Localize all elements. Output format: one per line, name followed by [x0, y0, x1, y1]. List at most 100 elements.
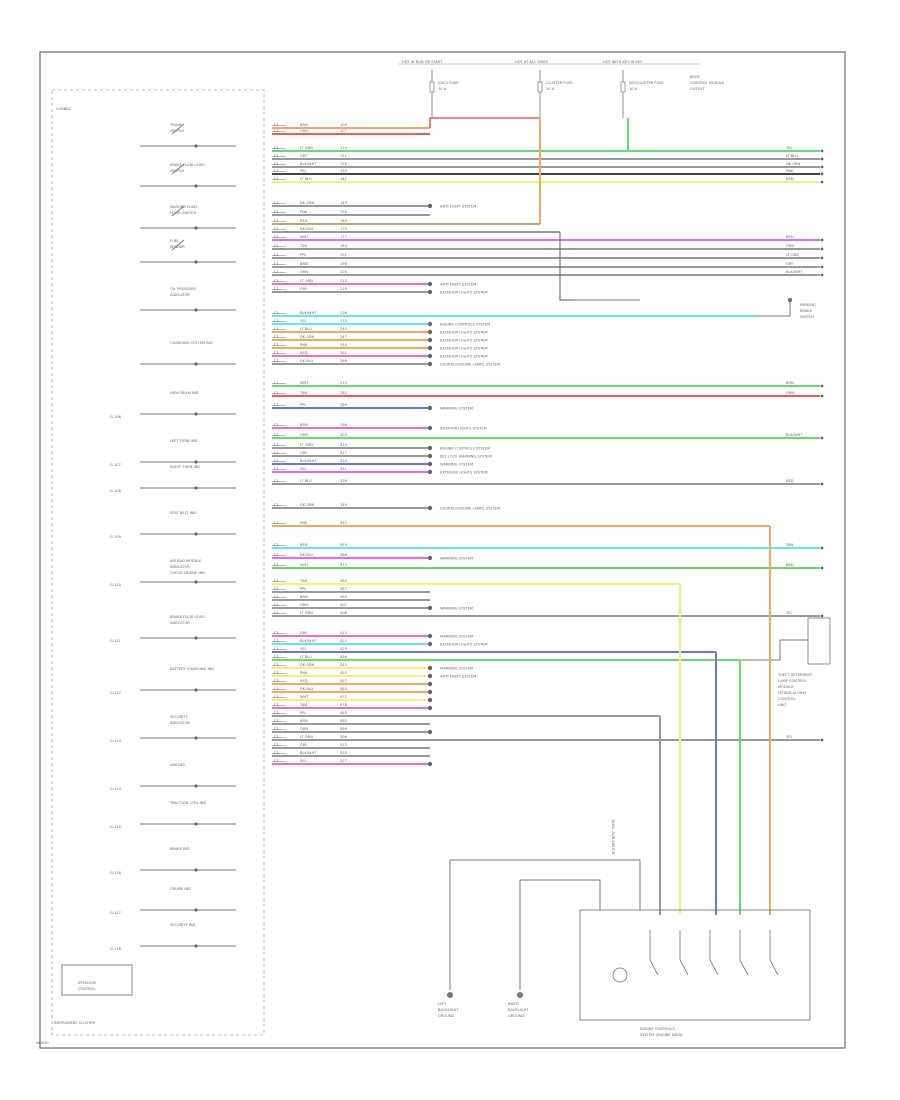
- wire-code-47: YEL: [300, 647, 306, 651]
- component-label-s2-1: SWITCH: [170, 169, 184, 173]
- pin-conn-55: C1: [274, 711, 279, 715]
- pin-conn-57: C1: [274, 727, 279, 731]
- fuse-0: [429, 81, 435, 93]
- pin-tick-45: [272, 633, 286, 634]
- pin-tick-58: [272, 737, 286, 738]
- circuit-num-13: 191: [340, 253, 347, 257]
- pin-conn-35: C1: [274, 503, 279, 507]
- pin-tick-9: [272, 221, 286, 222]
- pin-tick-41: [272, 589, 286, 590]
- component-label-s1-1: SWITCH: [170, 129, 184, 133]
- pin-tick-42: [272, 597, 286, 598]
- switch-arm-s2: [171, 163, 185, 175]
- switch-arm-s1: [171, 123, 185, 135]
- pin-conn-18: C1: [274, 311, 279, 315]
- theft-module-label-2: MODULE: [778, 685, 794, 689]
- circuit-num-31: 317: [340, 451, 347, 455]
- pin-tick-33: [272, 469, 286, 470]
- circuit-num-32: 324: [340, 459, 348, 463]
- pin-tick-56: [272, 721, 286, 722]
- wire-code-20: LT BLU: [300, 327, 312, 331]
- ground-code-s12: G-111: [110, 639, 121, 643]
- circuit-num-11: 177: [340, 235, 347, 239]
- component-label-s14-1: INDICATOR: [170, 721, 190, 725]
- pin-conn-33: C1: [274, 467, 279, 471]
- fuse-2: [620, 81, 626, 93]
- circuit-num-47: 429: [340, 647, 348, 651]
- pin-tick-49: [272, 665, 286, 666]
- corner-code: W0000: [36, 1041, 49, 1045]
- component-label-s12-0: BRAKE FLUID LEVEL: [170, 615, 206, 619]
- bottom-relay-coil: [612, 967, 628, 983]
- pin-tick-55: [272, 713, 286, 714]
- circuit-num-1: 107: [340, 129, 347, 133]
- circuit-num-59: 513: [340, 743, 347, 747]
- circuit-num-53: 471: [340, 695, 347, 699]
- wire-terminal-2: [820, 149, 824, 153]
- pin-conn-4: C1: [274, 162, 279, 166]
- pin-conn-39: C1: [274, 563, 279, 567]
- pin-tick-16: [272, 281, 286, 282]
- wire-code-50: PNK: [300, 671, 308, 675]
- wire-code-54: TAN: [299, 703, 307, 707]
- circuit-num-37: 359: [340, 543, 348, 547]
- wire-terminal-13: [820, 256, 824, 260]
- circuit-num-58: 506: [340, 735, 348, 739]
- circuit-num-34: 338: [340, 479, 348, 483]
- pin-tick-12: [272, 246, 286, 247]
- vertical-label: ELEC. RUN SWITCH: [611, 820, 615, 855]
- pin-tick-29: [272, 435, 286, 436]
- pin-tick-54: [272, 705, 286, 706]
- circuit-num-16: 212: [340, 279, 347, 283]
- wire-code-11: WHT: [300, 235, 309, 239]
- circuit-num-26: 282: [340, 391, 347, 395]
- system-label-16: WARNING SYSTEM: [440, 557, 473, 561]
- pin-conn-54: C1: [274, 703, 279, 707]
- pin-conn-59: C1: [274, 743, 279, 747]
- wire-code-3: GRY: [300, 154, 308, 158]
- system-label-11: ENGINE CONTROLS SYSTEM: [440, 447, 490, 451]
- ground-code-s17: G-116: [110, 871, 122, 875]
- circuit-num-60: 520: [340, 751, 348, 755]
- pin-conn-12: C1: [274, 244, 279, 248]
- pin-tick-52: [272, 689, 286, 690]
- wire-code-right-34: RED: [786, 479, 794, 483]
- wire-terminal-25: [820, 384, 824, 388]
- parking-brake-switch: [788, 298, 792, 302]
- wire-terminal-44: [820, 614, 824, 618]
- pin-tick-11: [272, 237, 286, 238]
- connector-dot-24: [427, 361, 433, 367]
- pin-conn-0: C1: [274, 123, 279, 127]
- circuit-num-20: 240: [340, 327, 348, 331]
- circuit-num-30: 310: [340, 443, 348, 447]
- circuit-num-54: 478: [340, 703, 348, 707]
- circuit-num-35: 345: [340, 503, 347, 507]
- pin-tick-51: [272, 681, 286, 682]
- circuit-num-9: 163: [340, 219, 347, 223]
- wire-code-18: BLK/WHT: [300, 311, 317, 315]
- connector-dot-46: [427, 641, 433, 647]
- connector-dot-21: [427, 337, 433, 343]
- ground-symbol-1: [517, 992, 523, 998]
- wire-code-45: GRY: [300, 631, 308, 635]
- bottom-contact-arm-2: [709, 959, 719, 976]
- component-terminal-s6: [194, 362, 198, 366]
- pin-conn-36: C1: [274, 521, 279, 525]
- wire-code-27: PPL: [300, 403, 306, 407]
- wire-code-24: DK BLU: [300, 359, 314, 363]
- pin-conn-40: C1: [274, 579, 279, 583]
- connector-dot-31: [427, 453, 433, 459]
- wire-code-6: LT BLU: [300, 177, 312, 181]
- circuit-num-17: 219: [340, 287, 348, 291]
- pin-tick-28: [272, 425, 286, 426]
- circuit-num-56: 492: [340, 719, 347, 723]
- pin-conn-34: C1: [274, 479, 279, 483]
- pin-conn-23: C1: [274, 351, 279, 355]
- circuit-num-0: 100: [340, 123, 348, 127]
- pin-tick-34: [272, 481, 286, 482]
- circuit-num-49: 443: [340, 663, 347, 667]
- gray-riser: [559, 232, 575, 301]
- ground-code-s11: G-110: [110, 583, 122, 587]
- connector-dot-20: [427, 329, 433, 335]
- component-label-s2-0: BRAKE FLUID LEVEL: [170, 163, 206, 167]
